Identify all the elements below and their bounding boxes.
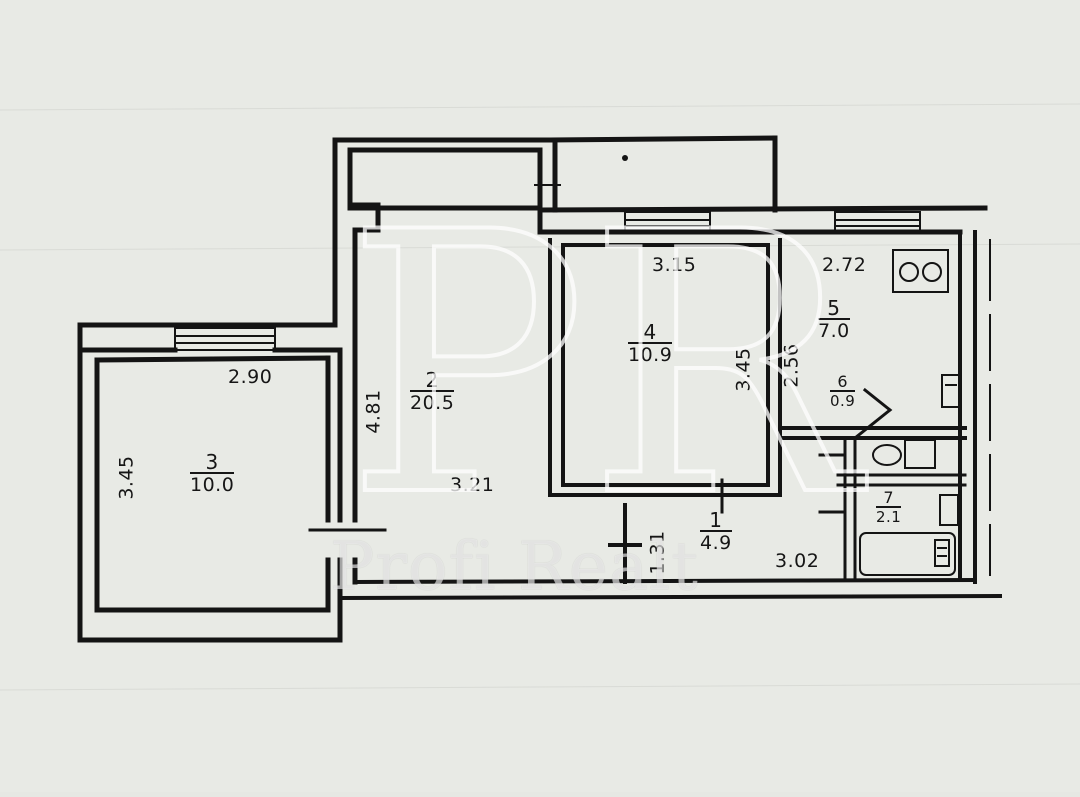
dimension-room-2-width: 3.21: [450, 474, 495, 496]
dimension-room-3-length: 3.45: [115, 455, 138, 500]
room-1-label: 1 4.9: [700, 510, 732, 553]
dimension-room-5-length: 2.56: [780, 343, 803, 388]
paper-texture: [0, 103, 1080, 691]
room-2-walls: [332, 135, 988, 585]
room-2-number: 2: [425, 368, 439, 392]
dimension-room-3-width: 2.90: [228, 366, 273, 388]
bathtub-icon: [859, 532, 956, 576]
dimension-room-5-width: 2.72: [822, 254, 867, 276]
corridor-walls: [337, 503, 1003, 601]
room-4-number: 4: [643, 320, 657, 344]
dimension-room-2-length: 4.81: [362, 389, 385, 434]
room-1-number: 1: [709, 508, 723, 532]
room-4-walls: [548, 238, 782, 497]
room-4-area: 10.9: [628, 342, 673, 366]
room-3-number: 3: [205, 450, 219, 474]
stove-icon: [892, 249, 949, 293]
toilet-icon: [872, 439, 936, 469]
kitchen-sink-icon: [941, 374, 961, 408]
room-2-label: 2 20.5: [410, 368, 455, 414]
window-room-3: [174, 327, 276, 351]
washbasin-icon: [939, 494, 959, 526]
window-room-5: [834, 211, 921, 233]
room-6-label: 6 0.9: [830, 372, 856, 410]
room-7-label: 7 2.1: [876, 488, 902, 526]
dimension-room-4-width: 3.15: [652, 254, 697, 276]
dimension-hall-width: 3.02: [775, 550, 820, 572]
room-7-area: 2.1: [876, 506, 902, 526]
room-6-area: 0.9: [830, 390, 856, 410]
room-6-number: 6: [837, 372, 849, 391]
room-5-label: 5 7.0: [818, 298, 850, 341]
room-4-label: 4 10.9: [628, 320, 673, 366]
room-2-area: 20.5: [410, 390, 455, 414]
room-5-area: 7.0: [818, 318, 850, 342]
room-5-number: 5: [827, 296, 841, 320]
room-7-number: 7: [883, 488, 895, 507]
dimension-room-4-length: 3.45: [732, 347, 755, 392]
balcony-mark: [622, 155, 628, 161]
bathroom-walls: [818, 387, 967, 582]
window-room-4: [624, 211, 711, 233]
dimension-hall-length: 1.31: [646, 530, 669, 575]
room-1-area: 4.9: [700, 530, 732, 554]
room-3-label: 3 10.0: [190, 450, 235, 496]
room-3-area: 10.0: [190, 472, 235, 496]
